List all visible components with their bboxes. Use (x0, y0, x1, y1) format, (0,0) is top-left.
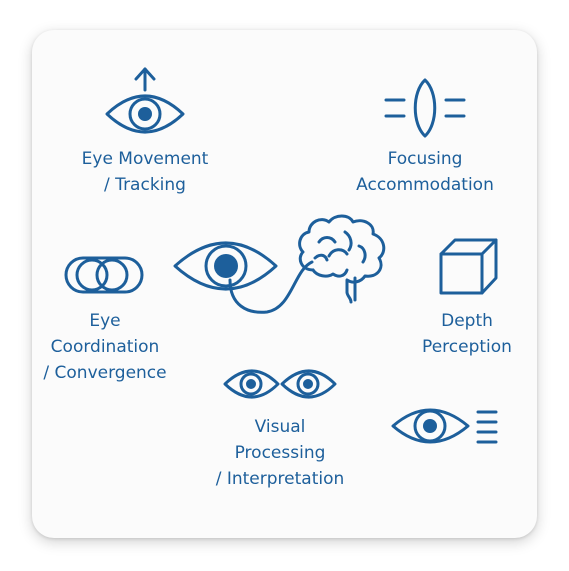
central-eye-icon (173, 241, 278, 291)
eye-speed-lines-icon (391, 408, 498, 444)
connector-line (228, 260, 314, 314)
eye-arrow-up-icon (105, 67, 185, 134)
brain-icon (298, 214, 386, 304)
label-processing: Visual Processing / Interpretation (215, 417, 345, 489)
cube-icon (439, 238, 498, 295)
label-coordination: Eye Coordination / Convergence (43, 311, 167, 383)
label-eye-movement: Eye Movement / Tracking (81, 149, 209, 195)
label-focusing: Focusing Accommodation (356, 149, 494, 195)
overlapping-circles-icon (64, 256, 144, 294)
label-depth: Depth Perception (422, 311, 512, 357)
lens-icon (384, 78, 466, 138)
two-eyes-icon (223, 369, 337, 399)
